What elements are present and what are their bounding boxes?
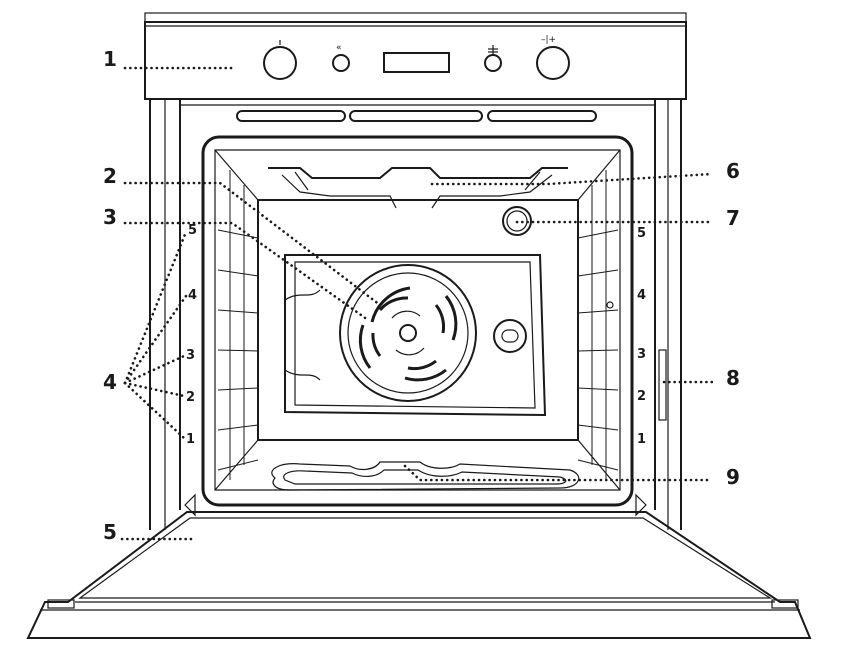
thermostat-knob[interactable] xyxy=(536,46,570,80)
leader-4-level3 xyxy=(123,354,186,385)
left-level-label: 1 xyxy=(186,432,195,447)
cavity-back-wall xyxy=(257,199,579,441)
callout-1: 1 xyxy=(103,47,117,71)
callout-leaders xyxy=(120,66,714,541)
oven-cavity xyxy=(201,135,634,507)
top-heating-element xyxy=(268,167,568,209)
oven-door xyxy=(26,493,812,639)
left-level-label: 4 xyxy=(188,288,197,303)
callout-3: 3 xyxy=(103,205,117,229)
cavity-outer-frame xyxy=(201,135,634,507)
right-level-label: 3 xyxy=(637,347,646,362)
leader-6 xyxy=(430,172,714,186)
oven-body xyxy=(149,99,682,530)
door-hinge-right xyxy=(635,493,647,517)
right-level-label: 4 xyxy=(637,288,646,303)
callout-8: 8 xyxy=(726,366,740,390)
leader-3 xyxy=(123,221,370,322)
callout-7: 7 xyxy=(726,206,740,230)
fan-cover-panel xyxy=(284,254,547,417)
leader-2 xyxy=(123,181,382,307)
fan-cover-knob xyxy=(501,329,519,343)
side-element xyxy=(658,349,667,421)
right-button-symbol xyxy=(488,45,498,55)
circular-fan xyxy=(339,264,477,402)
right-level-label: 5 xyxy=(637,226,646,241)
leader-4-level5 xyxy=(123,230,188,385)
right-shelf-level-labels: 5 4 3 2 1 xyxy=(637,226,646,447)
right-level-label: 1 xyxy=(637,432,646,447)
callout-5: 5 xyxy=(103,520,117,544)
vent-slot-left xyxy=(236,110,346,122)
control-panel-body xyxy=(144,21,687,100)
left-button[interactable] xyxy=(332,54,350,72)
left-shelf-guides xyxy=(217,170,259,480)
leader-4-level4 xyxy=(123,294,188,385)
display-screen xyxy=(383,52,450,73)
leader-9 xyxy=(403,464,714,482)
door-hinge-left xyxy=(184,493,196,517)
left-button-symbol: « xyxy=(336,43,342,53)
control-panel: « –|+ xyxy=(144,12,687,100)
left-level-label: 2 xyxy=(186,390,195,405)
vent-slot-right xyxy=(487,110,597,122)
right-shelf-guides xyxy=(577,170,619,480)
right-button[interactable] xyxy=(484,54,502,72)
callout-6: 6 xyxy=(726,159,740,183)
leader-4-level2 xyxy=(123,381,186,398)
oven-top-trim xyxy=(144,12,687,23)
callout-2: 2 xyxy=(103,164,117,188)
left-level-label: 5 xyxy=(188,223,197,238)
function-knob[interactable] xyxy=(263,46,297,80)
vent-slot-center xyxy=(349,110,483,122)
leader-4-level1 xyxy=(123,381,186,440)
thermostat-knob-symbol: –|+ xyxy=(541,35,556,45)
callout-labels: 1 2 3 4 5 6 7 8 9 xyxy=(103,47,740,544)
bottom-heating-element xyxy=(271,461,580,491)
right-level-label: 2 xyxy=(637,389,646,404)
callout-4: 4 xyxy=(103,370,117,394)
callout-9: 9 xyxy=(726,465,740,489)
left-shelf-level-labels: 5 4 3 2 1 xyxy=(186,223,197,447)
left-level-label: 3 xyxy=(186,348,195,363)
